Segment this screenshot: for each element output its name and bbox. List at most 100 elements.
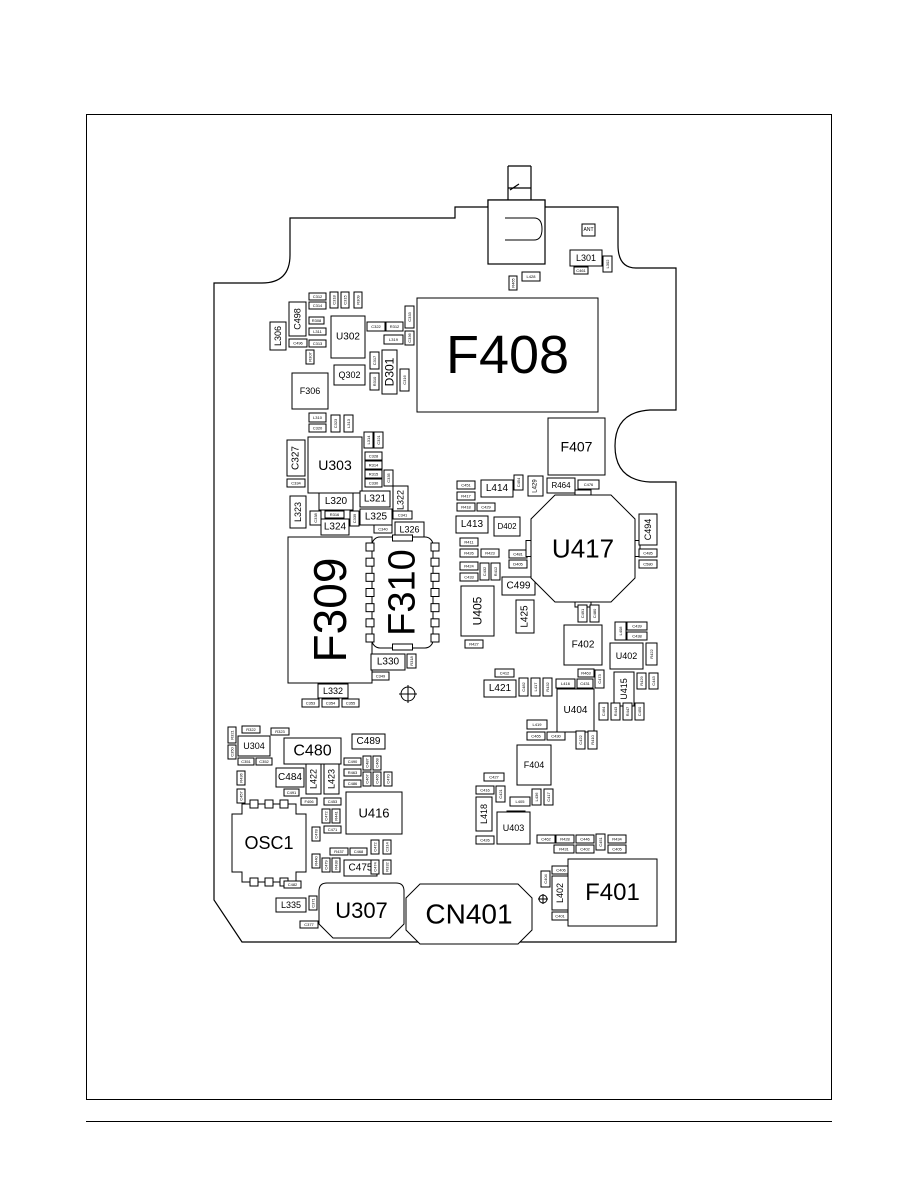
component-label: C338	[313, 512, 318, 522]
component-label: C499	[507, 581, 531, 592]
component-l330: L330	[370, 653, 406, 671]
component-label: U405	[471, 596, 485, 625]
component-label: U302	[336, 332, 360, 343]
component-label: L301	[576, 253, 596, 263]
component-r322: R322	[241, 725, 261, 734]
component-l322: L322	[392, 485, 409, 515]
component-label: L319	[389, 337, 399, 342]
component-r463: R463	[577, 668, 595, 678]
component-label: C450	[637, 706, 642, 716]
component-label: U415	[619, 678, 629, 700]
component-c473: C473	[594, 669, 605, 689]
component-c426: C426	[475, 835, 495, 845]
component-label: R412	[493, 566, 498, 576]
component-c466: C466	[372, 771, 382, 787]
component-label: C351	[241, 759, 251, 764]
component-c461: C461	[573, 266, 589, 275]
component-label: R332	[385, 861, 390, 871]
component-label: F406	[304, 799, 314, 804]
component-label: C464	[601, 706, 606, 716]
component-u415: U415	[613, 671, 635, 707]
component-label: R418	[461, 505, 471, 510]
component-r315: R315	[364, 469, 383, 479]
component-label: C457	[239, 790, 244, 800]
component-c314b: C314	[382, 839, 392, 855]
component-label: L321	[364, 494, 387, 505]
component-l408: L408	[614, 621, 627, 641]
component-label: R447	[625, 706, 630, 716]
component-c490: C490	[343, 757, 362, 766]
component-r424: R424	[459, 561, 479, 571]
component-label: C470	[386, 773, 391, 783]
component-l419: L419	[526, 719, 548, 730]
component-label: R411	[464, 540, 474, 545]
component-label: C443	[651, 675, 656, 685]
component-label: C355	[346, 701, 356, 706]
component-label: C485	[643, 551, 653, 556]
component-label: D405	[513, 562, 523, 567]
component-l325: L325	[359, 508, 393, 526]
component-c481: C481	[508, 549, 528, 559]
component-label: R437	[334, 849, 344, 854]
component-c323: C323	[330, 414, 341, 433]
component-label: C401	[555, 914, 565, 919]
component-c335: C335	[383, 469, 394, 487]
component-l302: L302	[602, 255, 613, 273]
component-label: C480	[592, 608, 597, 618]
component-label: C333	[407, 311, 412, 321]
component-label: C481	[513, 552, 523, 557]
component-c336: C336	[404, 330, 415, 346]
component-c491: C491	[577, 604, 588, 623]
component-label: R443	[613, 706, 618, 716]
component-c482: C482	[518, 677, 529, 697]
component-r464: R464	[546, 477, 576, 494]
component-c487: C487	[362, 755, 372, 771]
component-label: L314	[366, 435, 371, 445]
component-f408: F408	[416, 297, 599, 413]
component-label: R309	[356, 294, 361, 304]
component-label: R410	[590, 734, 595, 744]
component-label: C352	[259, 759, 269, 764]
component-u402: U402	[609, 642, 644, 670]
component-label: U417	[552, 534, 614, 564]
component-label: C427	[489, 775, 499, 780]
component-c472b: C472	[370, 839, 380, 855]
component-c404: C404	[540, 870, 551, 888]
component-c327: C327	[286, 439, 306, 477]
component-label: L326	[399, 525, 419, 535]
component-l301: L301	[569, 249, 603, 267]
component-label: R308	[312, 318, 322, 323]
component-r434: R434	[607, 834, 627, 844]
component-label: L324	[324, 522, 347, 533]
component-label: C478	[314, 828, 319, 838]
component-label: C496	[293, 341, 303, 346]
component-r323: R323	[270, 727, 290, 736]
component-label: C484	[278, 772, 302, 783]
component-c402: C402	[575, 844, 595, 854]
mounting-hole-top	[399, 685, 417, 703]
component-r423: R423	[480, 548, 500, 558]
component-label: L408	[618, 626, 623, 636]
component-c422: C422	[575, 730, 586, 750]
component-c317: C317	[369, 351, 380, 370]
component-c354: C354	[321, 698, 340, 708]
pcb-board-outline	[213, 199, 677, 943]
component-l414: L414	[480, 479, 514, 498]
component-label: C476	[584, 482, 594, 487]
component-c451: C451	[456, 480, 476, 490]
component-cn401: CN401	[405, 883, 533, 945]
component-label: C341	[398, 513, 408, 518]
component-d405: D405	[508, 559, 528, 569]
component-c478: C478	[311, 826, 321, 842]
component-r318: R318	[406, 653, 417, 669]
component-label: L419	[533, 722, 543, 727]
component-c334: C334	[286, 478, 306, 488]
component-label: F402	[572, 640, 595, 651]
component-c352: C352	[255, 757, 273, 766]
component-label: L320	[325, 496, 348, 507]
component-l405: L405	[509, 796, 531, 807]
component-l417: L417	[530, 677, 541, 697]
component-label: U304	[243, 741, 265, 751]
component-label: C461	[576, 268, 586, 273]
